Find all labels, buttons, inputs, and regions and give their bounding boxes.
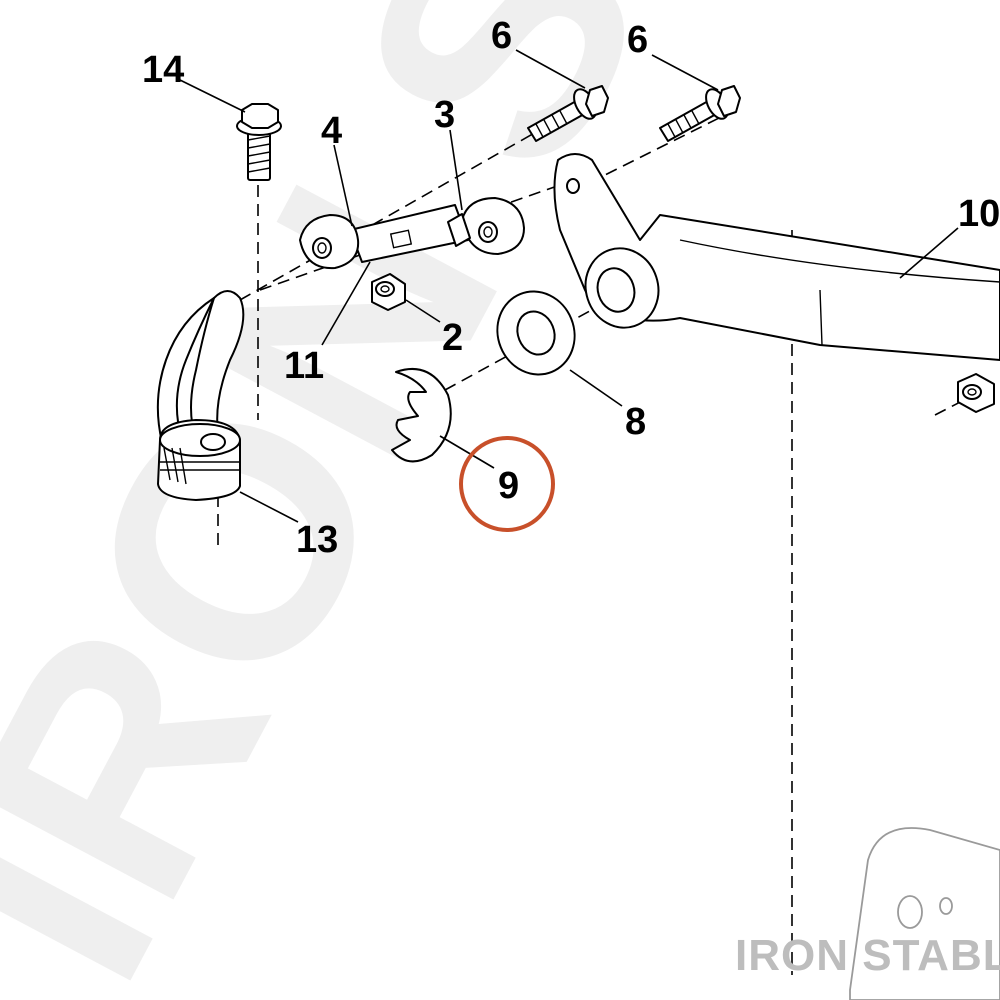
e-clip-part-9 xyxy=(391,367,452,463)
shift-lever-part-13 xyxy=(156,290,245,501)
nut-part-2 xyxy=(371,273,406,311)
callout-8: 8 xyxy=(625,401,646,443)
pedal-arm-part-10 xyxy=(553,153,1000,361)
callout-10: 10 xyxy=(958,193,1000,235)
linkage-rod-assembly xyxy=(299,197,525,270)
washer-part-8 xyxy=(496,290,576,376)
highlight-circle-callout-9 xyxy=(459,436,555,532)
callout-9: 9 xyxy=(498,465,519,507)
callout-4: 4 xyxy=(321,110,342,152)
bolt-part-6-left xyxy=(527,85,609,142)
callout-11: 11 xyxy=(284,345,324,387)
callout-14: 14 xyxy=(142,49,184,91)
callout-3: 3 xyxy=(434,94,455,136)
brand-watermark: IRON STABLE xyxy=(735,931,1000,980)
callout-6-left: 6 xyxy=(491,15,512,57)
callout-13: 13 xyxy=(296,519,338,561)
callout-leader-lines xyxy=(179,49,959,523)
callout-6-right: 6 xyxy=(627,19,648,61)
callout-labels: 14 6 6 4 3 10 11 2 8 9 13 xyxy=(142,15,1000,561)
bracket-ghost-outline xyxy=(849,827,1000,1000)
nut-right-unlabeled xyxy=(957,373,995,413)
bolt-part-14 xyxy=(236,103,282,181)
watermark-large-text: IRON ST xyxy=(0,0,810,1000)
bolt-part-6-right xyxy=(659,85,741,142)
callout-2: 2 xyxy=(442,317,463,359)
